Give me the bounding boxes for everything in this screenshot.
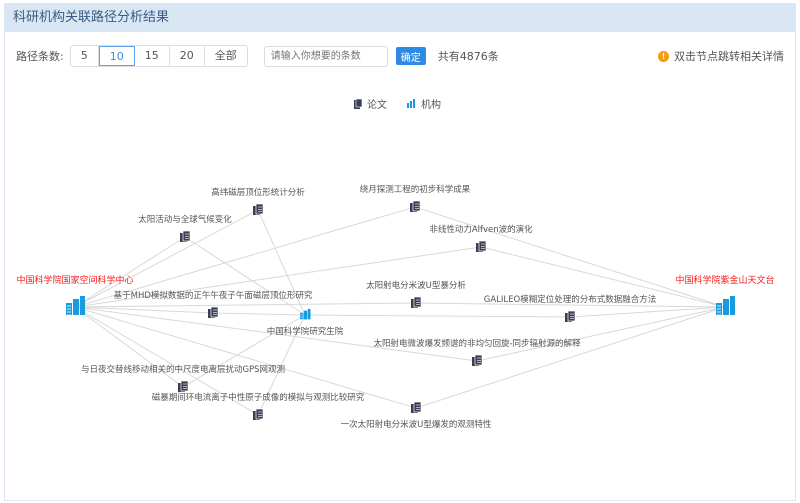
edge — [74, 306, 184, 388]
option-all[interactable]: 全部 — [214, 49, 237, 62]
paper-icon — [253, 408, 264, 420]
building-icon — [300, 308, 311, 320]
org-node[interactable]: 中国科学院紫金山天文台 — [675, 274, 775, 316]
org-node[interactable]: 中国科学院国家空间科学中心 — [16, 274, 134, 316]
legend-org-label: 机构 — [421, 100, 441, 111]
path-count-label: 路径条数: — [16, 50, 64, 63]
paper-icon — [565, 310, 576, 322]
paper-node[interactable]: 太阳射电分米波U型暴分析 — [366, 280, 466, 308]
edge — [415, 306, 726, 409]
node-label: 非线性动力Alfven波的演化 — [429, 224, 533, 235]
paper-icon — [472, 354, 483, 366]
node-label: 太阳射电分米波U型暴分析 — [366, 280, 466, 291]
node-label: 一次太阳射电分米波U型爆发的观测特性 — [341, 419, 492, 430]
edge — [414, 206, 726, 308]
total-count: 共有4876条 — [437, 50, 499, 63]
paper-node[interactable]: 太阳射电微波爆发频谱的非均匀回旋-同步辐射源的解释 — [373, 338, 581, 366]
option-5[interactable]: 5 — [71, 46, 99, 66]
edge — [74, 236, 186, 308]
building-icon — [716, 296, 735, 316]
node-label: 中国科学院国家空间科学中心 — [16, 274, 133, 286]
panel-title: 科研机构关联路径分析结果 — [5, 4, 795, 32]
edge — [74, 306, 259, 416]
node-label: 基于MHD模拟数据的正午午夜子午面磁层顶位形研究 — [114, 290, 313, 301]
paper-node[interactable]: 基于MHD模拟数据的正午午夜子午面磁层顶位形研究 — [114, 290, 313, 318]
tip: ! 双击节点跳转相关详情 — [658, 48, 784, 64]
node-label: 太阳活动与全球气候变化 — [138, 214, 232, 225]
edge — [182, 314, 306, 388]
paper-icon — [411, 401, 422, 413]
toolbar: 路径条数: 5 10 15 20 全部 确定 共有4876条 ! 双击节点跳转相关… — [16, 45, 784, 67]
edge — [304, 314, 571, 318]
info-icon: ! — [658, 50, 669, 62]
paper-icon — [180, 230, 191, 242]
paper-icon — [410, 200, 421, 212]
edge — [212, 312, 306, 316]
edge — [74, 302, 417, 308]
paper-icon — [476, 240, 487, 252]
org-node[interactable]: 中国科学院研究生院 — [267, 308, 344, 337]
count-input[interactable] — [263, 45, 388, 67]
panel: 科研机构关联路径分析结果 — [4, 3, 796, 501]
paper-node[interactable]: 一次太阳射电分米波U型爆发的观测特性 — [341, 401, 492, 430]
edge — [415, 302, 726, 308]
edge — [74, 209, 259, 308]
path-count-selector: 5 10 15 20 全部 — [69, 45, 248, 67]
edge — [74, 306, 478, 362]
legend: 论文 机构 — [354, 96, 441, 111]
node-label: 太阳射电微波爆发频谱的非均匀回旋-同步辐射源的解释 — [373, 338, 581, 349]
node-label: 绕月探测工程的初步科学成果 — [360, 184, 471, 195]
paper-icon — [178, 380, 189, 392]
edge — [74, 246, 482, 308]
option-15[interactable]: 15 — [135, 46, 170, 66]
paper-node[interactable]: 与日夜交替线移动相关的中尺度电离层扰动GPS网观测 — [81, 364, 285, 392]
legend-paper-label: 论文 — [367, 100, 387, 111]
edge — [257, 314, 306, 416]
edge — [74, 306, 417, 409]
node-label: 中国科学院研究生院 — [267, 326, 344, 337]
edge — [184, 236, 306, 316]
paper-icon — [253, 203, 264, 215]
option-20[interactable]: 20 — [170, 46, 205, 66]
node-label: 磁暴期间环电流离子中性原子成像的模拟与观测比较研究 — [152, 392, 365, 403]
paper-node[interactable]: GALILEO模糊定位处理的分布式数据融合方法 — [484, 294, 656, 322]
edge — [569, 306, 726, 318]
paper-icon — [208, 306, 219, 318]
edge — [74, 206, 416, 308]
node-label: 与日夜交替线移动相关的中尺度电离层扰动GPS网观测 — [81, 364, 285, 375]
edge — [476, 306, 726, 362]
edge — [257, 209, 306, 316]
paper-node[interactable]: 高纬磁层顶位形统计分析 — [211, 187, 305, 215]
node-label: 高纬磁层顶位形统计分析 — [211, 187, 305, 198]
edge — [480, 246, 726, 308]
tip-text: 双击节点跳转相关详情 — [674, 50, 784, 63]
node-label: GALILEO模糊定位处理的分布式数据融合方法 — [484, 294, 656, 305]
legend-paper[interactable]: 论文 — [354, 96, 387, 111]
legend-org[interactable]: 机构 — [407, 96, 441, 111]
paper-icon — [354, 98, 362, 109]
building-icon — [407, 99, 415, 108]
option-10[interactable]: 10 — [98, 46, 135, 66]
paper-node[interactable]: 磁暴期间环电流离子中性原子成像的模拟与观测比较研究 — [152, 392, 365, 420]
paper-icon — [411, 296, 422, 308]
node-label: 中国科学院紫金山天文台 — [675, 274, 774, 286]
paper-node[interactable]: 绕月探测工程的初步科学成果 — [360, 184, 471, 212]
building-icon — [66, 296, 85, 316]
edge — [74, 306, 214, 314]
paper-node[interactable]: 太阳活动与全球气候变化 — [138, 214, 232, 242]
confirm-button[interactable]: 确定 — [395, 47, 426, 65]
paper-node[interactable]: 非线性动力Alfven波的演化 — [429, 224, 533, 252]
